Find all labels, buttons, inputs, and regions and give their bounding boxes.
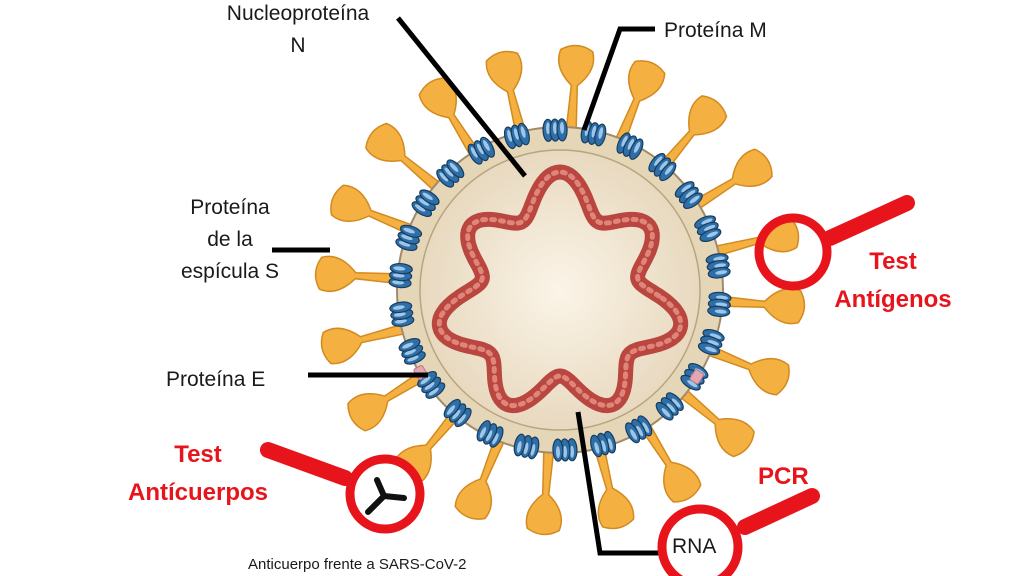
label-protein-e: Proteína E: [166, 368, 266, 391]
magnifier-pcr: [657, 488, 820, 576]
leader-lines: [272, 16, 662, 556]
membrane-protein: [542, 118, 568, 142]
spike: [365, 122, 442, 193]
label-protein-m: Proteína M: [664, 19, 767, 42]
membrane-protein: [697, 328, 725, 356]
spike: [639, 421, 702, 503]
spike: [314, 255, 402, 293]
label-antigen-test: Test Antígenos: [834, 248, 952, 313]
label-antibody-test: Test Antícuerpos: [127, 441, 268, 506]
leader-nucleoprotein: [396, 16, 527, 178]
label-nucleoprotein: Nucleoproteína N: [226, 2, 370, 57]
spike: [525, 448, 563, 536]
spike: [454, 435, 506, 520]
spike: [330, 184, 415, 236]
membrane-protein: [648, 152, 677, 182]
membrane-protein: [395, 224, 423, 252]
membrane-protein: [513, 433, 540, 460]
spike-proteins: [314, 44, 806, 536]
membrane-protein: [417, 371, 446, 399]
membrane-protein: [388, 262, 413, 289]
spike: [657, 95, 728, 172]
label-spike-protein: Proteína de la espícula S: [180, 196, 280, 283]
rna-nucleocapsid-highlight: [436, 169, 684, 409]
membrane-proteins: [388, 118, 732, 462]
magnifier-antibody-test: [260, 442, 425, 534]
membrane-protein: [694, 215, 722, 242]
spike: [418, 77, 481, 159]
spike: [485, 50, 528, 137]
spike: [347, 369, 429, 432]
spike: [691, 148, 773, 211]
spike: [614, 60, 666, 145]
leader-protein-m: [581, 26, 655, 131]
spike: [557, 44, 595, 132]
leader-rna: [575, 411, 662, 556]
membrane-protein: [411, 189, 440, 217]
membrane-protein: [580, 120, 607, 147]
membrane-protein: [503, 122, 530, 150]
membrane-protein: [590, 430, 617, 458]
spike: [320, 322, 407, 365]
spike: [678, 387, 755, 458]
membrane-protein: [674, 181, 703, 209]
spike: [592, 443, 635, 530]
membrane-protein: [705, 253, 731, 279]
membrane-protein: [707, 291, 732, 318]
membrane-protein: [443, 398, 472, 428]
membrane-protein: [389, 301, 415, 327]
magnifier-antigen-test: [754, 195, 915, 291]
spike: [718, 287, 806, 325]
label-pcr-test: PCR: [758, 463, 809, 490]
membrane-protein: [625, 415, 653, 444]
antibody-icon: [365, 477, 407, 515]
e-protein: [689, 369, 704, 385]
label-rna: RNA: [672, 535, 717, 558]
spike: [705, 344, 790, 396]
antibody-caption: Anticuerpo frente a SARS-CoV-2: [248, 556, 467, 573]
membrane-protein: [616, 132, 644, 160]
membrane-protein: [476, 420, 504, 448]
membrane-protein: [436, 159, 465, 188]
membrane-protein: [552, 438, 578, 462]
membrane-protein: [467, 136, 495, 165]
membrane-protein: [655, 392, 684, 421]
membrane-protein: [398, 338, 426, 365]
